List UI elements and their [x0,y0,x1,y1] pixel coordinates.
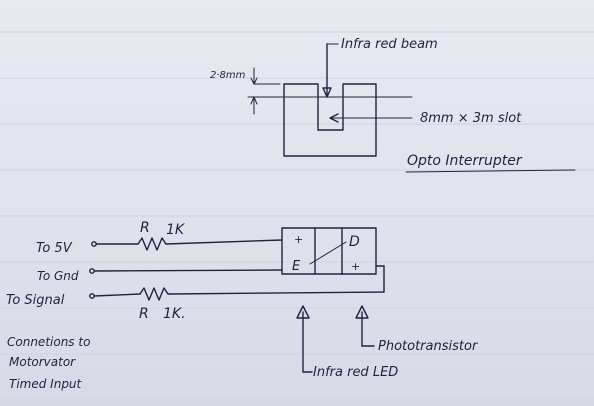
note-line-1: Connetions to [7,335,90,349]
connection-note: Connetions to Motorvator Timed Input [7,335,90,391]
resistor-bottom [139,287,169,301]
resistor-bottom-ref: R [139,306,149,322]
gap-arrow-head-bottom [250,95,258,105]
opto-interrupter-drawing: Infra red beam 2·8mm 8mm × 3m slot Opto … [210,37,576,173]
beam-arrow-head [322,87,332,98]
label-signal: To Signal [6,293,65,308]
resistor-top-ref: R [140,220,150,236]
internal-link-line [309,241,347,265]
mark-collector-d: D [349,234,360,250]
opto-title: Opto Interrupter [407,153,523,169]
mark-emitter: E [292,259,301,274]
note-line-3: Timed Input [9,377,83,391]
wire-gnd [93,269,283,272]
resistor-top [137,237,167,251]
wire-signal-a [93,293,141,297]
paper-rules [0,31,594,401]
opto-body-outline [283,83,377,157]
module-box [281,227,377,275]
opto-title-underline [405,169,576,173]
slot-arrow-head [329,113,339,123]
gap-arrow-head-top [250,77,258,86]
beam-label: Infra red beam [341,37,438,52]
phototransistor-pointer-head [355,305,369,319]
mark-transistor-plus: + [351,260,360,273]
slot-label: 8mm × 3m slot [420,111,522,126]
wire-signal-b [167,291,385,295]
circuit-drawing: To 5V To Gnd To Signal R 1K R 1K. + E D … [6,220,479,380]
mark-led-anode: + [294,233,303,246]
wire-5v-b [165,239,283,245]
note-line-2: Motorvator [9,355,76,369]
resistor-bottom-value: 1K. [163,306,186,322]
led-label: Infra red LED [313,365,398,380]
gap-label: 2·8mm [210,70,246,81]
label-5v: To 5V [36,241,73,256]
led-pointer-head [296,305,310,319]
label-gnd: To Gnd [37,269,79,283]
resistor-top-value: 1K [166,222,186,238]
phototransistor-label: Phototransistor [378,339,479,354]
